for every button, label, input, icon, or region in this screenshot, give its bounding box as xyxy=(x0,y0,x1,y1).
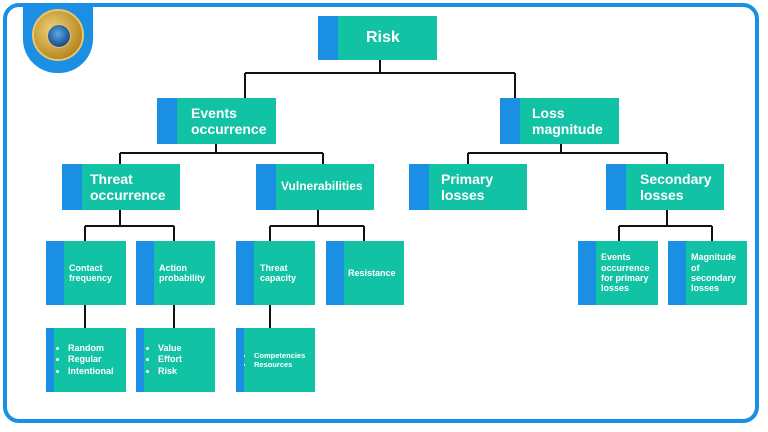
list-item: Regular xyxy=(68,354,114,365)
seal-logo-icon xyxy=(32,9,84,61)
node-risk: Risk xyxy=(318,16,437,60)
node-threat-capacity: Threat capacity xyxy=(236,241,315,305)
node-contact-frequency: Contact frequency xyxy=(46,241,126,305)
node-magnitude-secondary-label: Magnitude of secondary losses xyxy=(691,252,737,294)
list-threat-capacity-items: Competencies Resources xyxy=(240,351,305,370)
node-secondary-losses-label: Secondary losses xyxy=(640,170,712,203)
node-magnitude-secondary: Magnitude of secondary losses xyxy=(668,241,747,305)
list-contact-frequency-items: Random Regular Intentional xyxy=(54,343,114,377)
logo-badge xyxy=(23,3,93,73)
node-threat-occurrence-label: Threat occurrence xyxy=(90,170,166,203)
list-item: Value xyxy=(158,343,182,354)
node-events-occurrence-primary-label: Events occurrence for primary losses xyxy=(601,252,650,294)
list-item: Competencies xyxy=(254,351,305,360)
node-threat-capacity-label: Threat capacity xyxy=(260,262,297,283)
node-action-probability-label: Action probability xyxy=(159,262,206,283)
node-vulnerabilities-label: Vulnerabilities xyxy=(281,179,363,194)
node-contact-frequency-label: Contact frequency xyxy=(69,262,113,283)
list-item: Resources xyxy=(254,360,305,369)
list-item: Random xyxy=(68,343,114,354)
node-primary-losses: Primary losses xyxy=(409,164,527,210)
list-contact-frequency: Random Regular Intentional xyxy=(46,328,126,392)
node-resistance-label: Resistance xyxy=(348,267,396,278)
list-action-probability-items: Value Effort Risk xyxy=(144,343,182,377)
node-events-occurrence: Events occurrence xyxy=(157,98,276,144)
node-secondary-losses: Secondary losses xyxy=(606,164,724,210)
node-loss-magnitude: Loss magnitude xyxy=(500,98,619,144)
node-action-probability: Action probability xyxy=(136,241,215,305)
node-events-occurrence-label: Events occurrence xyxy=(191,104,267,137)
node-vulnerabilities: Vulnerabilities xyxy=(256,164,374,210)
node-threat-occurrence: Threat occurrence xyxy=(62,164,180,210)
list-item: Intentional xyxy=(68,366,114,377)
list-item: Effort xyxy=(158,354,182,365)
list-threat-capacity: Competencies Resources xyxy=(236,328,315,392)
list-action-probability: Value Effort Risk xyxy=(136,328,215,392)
node-resistance: Resistance xyxy=(326,241,404,305)
node-events-occurrence-primary: Events occurrence for primary losses xyxy=(578,241,658,305)
node-primary-losses-label: Primary losses xyxy=(441,170,494,203)
node-loss-magnitude-label: Loss magnitude xyxy=(532,104,603,137)
node-risk-label: Risk xyxy=(366,28,400,46)
list-item: Risk xyxy=(158,366,182,377)
diagram-frame xyxy=(3,3,759,423)
